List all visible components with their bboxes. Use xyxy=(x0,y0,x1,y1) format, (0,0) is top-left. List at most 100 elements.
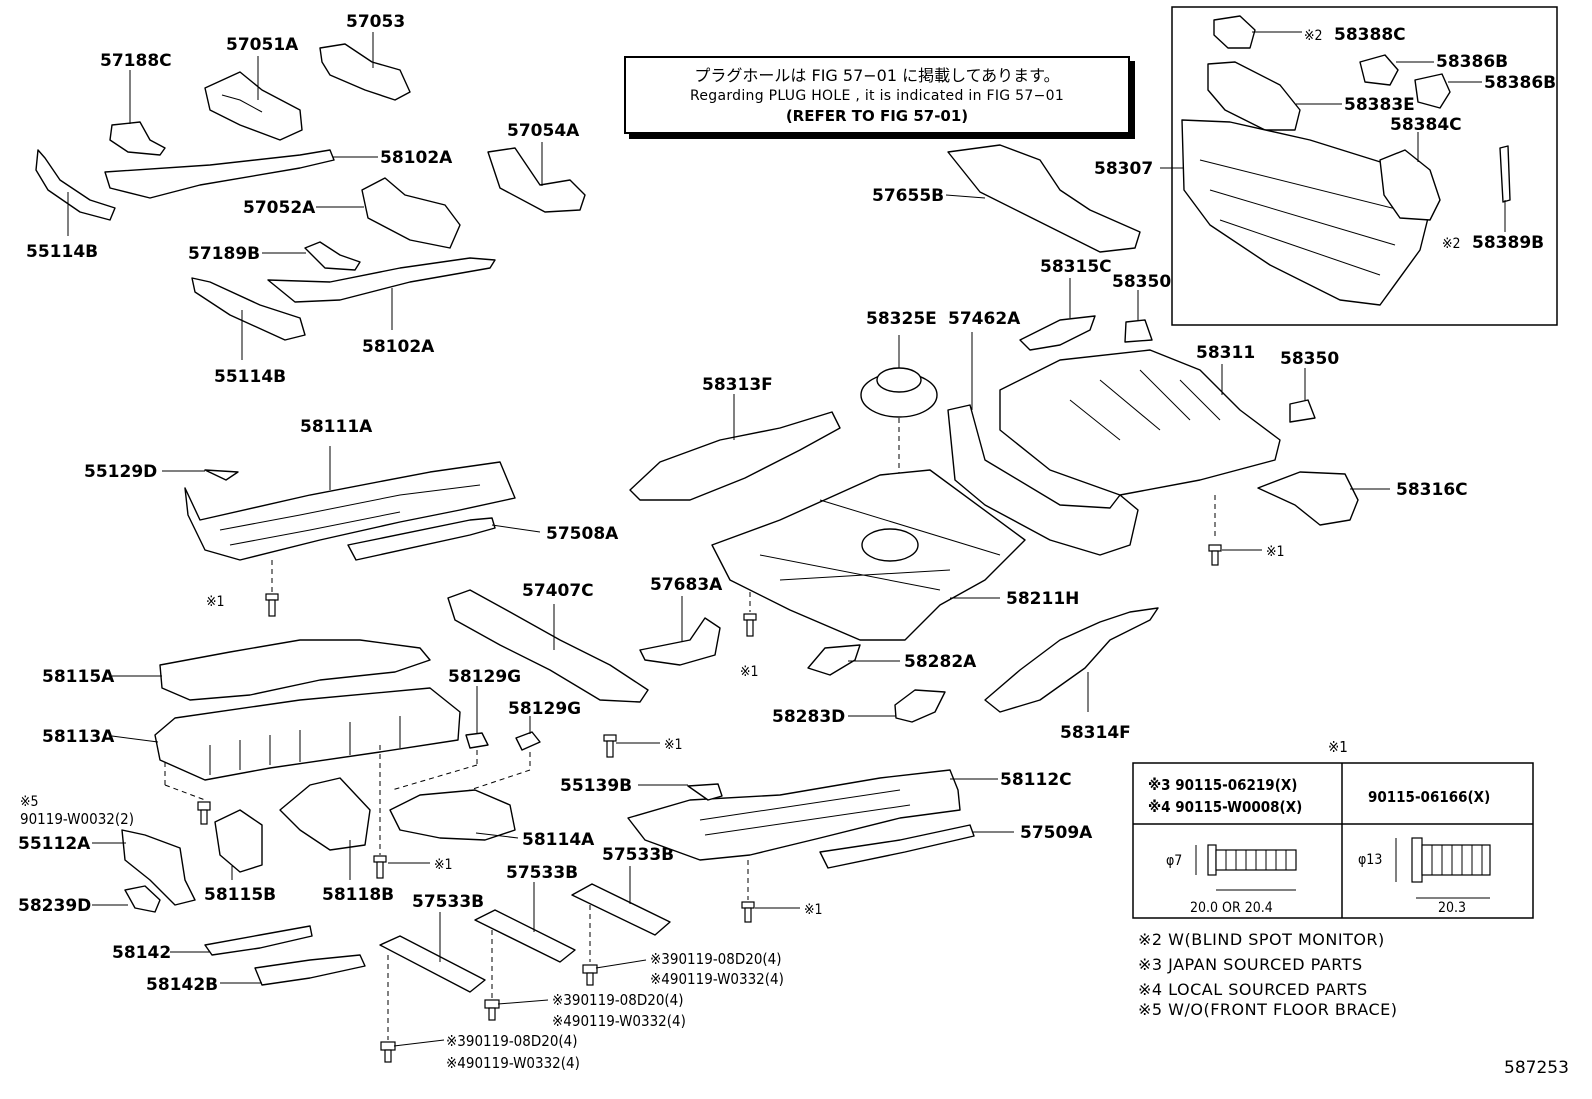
part-58386B-b[interactable] xyxy=(1414,73,1482,109)
part-57189B[interactable] xyxy=(262,241,361,271)
label-55139B: 55139B xyxy=(560,776,632,796)
label-58311: 58311 xyxy=(1196,343,1255,363)
part-57188C[interactable] xyxy=(109,70,166,156)
part-58129G-a[interactable] xyxy=(465,686,489,749)
label-58114A: 58114A xyxy=(522,830,595,850)
part-58142B[interactable] xyxy=(220,954,366,986)
part-58350-b[interactable] xyxy=(1289,368,1316,423)
mark-ref1-c: ※1 xyxy=(664,737,683,753)
part-58311[interactable] xyxy=(999,349,1281,496)
mark-ref5: ※5 xyxy=(20,794,39,810)
part-58102A-mid[interactable] xyxy=(267,257,496,330)
label-57509A: 57509A xyxy=(1020,823,1093,843)
part-58112C[interactable] xyxy=(627,769,998,861)
label-58315C: 58315C xyxy=(1040,257,1112,277)
part-58211H[interactable] xyxy=(711,469,1026,641)
bolt-drawing-right xyxy=(1395,837,1491,899)
part-58383E[interactable] xyxy=(1207,61,1342,131)
part-58142[interactable] xyxy=(170,925,313,956)
part-58314F[interactable] xyxy=(984,607,1159,713)
part-58389B[interactable] xyxy=(1499,145,1511,232)
label-58389B: 58389B xyxy=(1472,233,1544,253)
screw-ref1-b xyxy=(373,855,387,879)
note-line-jp: プラグホールは FIG 57−01 に掲載してあります。 xyxy=(694,66,1060,85)
part-55129D[interactable] xyxy=(162,469,239,481)
bolt-b3 xyxy=(380,1041,396,1063)
label-57051A: 57051A xyxy=(226,35,299,55)
label-58115A: 58115A xyxy=(42,667,115,687)
label-58118B: 58118B xyxy=(322,885,394,905)
part-58313F[interactable] xyxy=(629,394,841,501)
note-line-ref: (REFER TO FIG 57-01) xyxy=(785,107,969,125)
label-b3a: ※390119-08D20(4) xyxy=(446,1032,578,1050)
part-58115B[interactable] xyxy=(214,809,263,880)
footnote-3: ※3 JAPAN SOURCED PARTS xyxy=(1138,955,1363,974)
footnote-5: ※5 W/O(FRONT FLOOR BRACE) xyxy=(1138,1000,1398,1019)
part-58113A[interactable] xyxy=(111,687,461,781)
part-58239D[interactable] xyxy=(92,885,161,913)
label-58282A: 58282A xyxy=(904,652,977,672)
label-b1a: ※390119-08D20(4) xyxy=(650,950,782,968)
label-57188C: 57188C xyxy=(100,51,172,71)
label-58102A-mid: 58102A xyxy=(362,337,435,357)
label-57533B-b: 57533B xyxy=(506,863,578,883)
label-bolt-0032: 90119-W0032(2) xyxy=(20,810,134,828)
label-57407C: 57407C xyxy=(522,581,594,601)
label-58388C: 58388C xyxy=(1334,25,1406,45)
part-57683A[interactable] xyxy=(639,596,721,666)
part-58315C[interactable] xyxy=(1019,278,1096,351)
label-58115B: 58115B xyxy=(204,885,276,905)
label-55114B-left: 55114B xyxy=(26,242,98,262)
part-58325E[interactable] xyxy=(860,335,938,418)
part-58102A-top[interactable] xyxy=(104,149,378,199)
part-57508A[interactable] xyxy=(347,517,541,561)
part-57052A[interactable] xyxy=(316,177,461,249)
bolt-b2 xyxy=(484,999,500,1021)
part-57051A[interactable] xyxy=(204,56,303,141)
part-58115A[interactable] xyxy=(112,639,431,701)
label-58112C: 58112C xyxy=(1000,770,1072,790)
part-58386B-a[interactable] xyxy=(1359,54,1434,86)
mark-ref1-e: ※1 xyxy=(1266,544,1285,560)
part-57407C[interactable] xyxy=(447,589,649,703)
part-55139B[interactable] xyxy=(638,783,723,801)
part-58384C[interactable] xyxy=(1379,132,1441,221)
label-58350-b: 58350 xyxy=(1280,349,1339,369)
label-58384C: 58384C xyxy=(1390,115,1462,135)
part-57053[interactable] xyxy=(319,32,411,101)
part-58282A[interactable] xyxy=(807,644,900,676)
part-57533B-a[interactable] xyxy=(379,912,486,993)
bolt-b1 xyxy=(582,964,598,986)
part-58111A[interactable] xyxy=(184,446,516,561)
part-57509A[interactable] xyxy=(819,824,1014,869)
legend-col2: 90115-06166(X) xyxy=(1368,788,1490,806)
label-b2b: ※490119-W0332(4) xyxy=(552,1012,686,1030)
part-57462A[interactable] xyxy=(947,332,1139,556)
footnote-4: ※4 LOCAL SOURCED PARTS xyxy=(1138,980,1368,999)
inset-frame xyxy=(1171,6,1558,326)
part-58283D[interactable] xyxy=(848,689,946,723)
part-55112A[interactable] xyxy=(92,829,196,906)
part-58118B[interactable] xyxy=(279,777,371,880)
label-57462A: 57462A xyxy=(948,309,1021,329)
part-57655B[interactable] xyxy=(945,144,1141,253)
part-55114B-mid[interactable] xyxy=(191,277,306,360)
part-57054A[interactable] xyxy=(487,142,586,213)
figure-id: 587253 xyxy=(1504,1058,1569,1078)
label-58142B: 58142B xyxy=(146,975,218,995)
part-55114B-left[interactable] xyxy=(35,149,116,236)
part-57533B-b[interactable] xyxy=(474,882,576,963)
legend-dim2-dia: φ13 xyxy=(1358,852,1382,868)
part-58350-a[interactable] xyxy=(1124,290,1153,343)
part-58388C[interactable] xyxy=(1213,15,1302,49)
part-57533B-c[interactable] xyxy=(571,866,671,936)
part-58307[interactable] xyxy=(1160,119,1436,306)
label-58325E: 58325E xyxy=(866,309,937,329)
label-58283D: 58283D xyxy=(772,707,845,727)
bolt-ref5 xyxy=(197,801,211,825)
part-58114A[interactable] xyxy=(389,789,519,841)
legend-dim2-len: 20.3 xyxy=(1438,900,1466,916)
part-58316C[interactable] xyxy=(1257,471,1390,526)
part-58129G-b[interactable] xyxy=(515,716,541,751)
label-b1b: ※490119-W0332(4) xyxy=(650,970,784,988)
